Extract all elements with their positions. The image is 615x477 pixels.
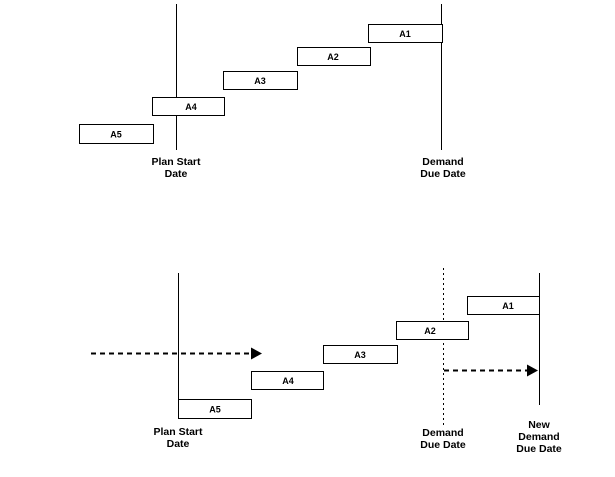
top-bar-a3[interactable]: A3 [223,71,298,90]
bottom-bar-a4-label: A4 [282,376,294,386]
svg-text:Plan Start: Plan Start [153,426,203,438]
bottom-bar-a5[interactable]: A5 [178,399,252,419]
bottom-bar-a5-rect[interactable] [178,399,252,419]
top-plan-start-date-label: Plan Start Date [151,156,201,180]
due-date-shift-arrow [444,364,538,377]
bottom-bar-a2-rect[interactable] [396,321,469,340]
bottom-bar-a4[interactable]: A4 [251,371,324,390]
bottom-bar-a3-label: A3 [354,350,366,360]
bottom-bar-a1-rect[interactable] [467,296,540,315]
top-bar-a2[interactable]: A2 [297,47,371,66]
svg-text:Demand: Demand [518,431,559,443]
svg-text:Due Date: Due Date [516,443,562,455]
top-demand-due-date-label: Demand Due Date [420,156,466,180]
start-shift-arrow-head [251,347,262,360]
start-shift-arrow [91,347,262,360]
top-bar-a5-label: A5 [110,129,122,139]
svg-text:Date: Date [167,438,190,450]
top-bar-a1[interactable]: A1 [368,24,443,43]
svg-text:Demand: Demand [422,427,463,439]
bottom-bar-a4-rect[interactable] [251,371,324,390]
svg-text:Plan Start: Plan Start [151,156,201,168]
due-date-shift-arrow-head [527,364,538,377]
bottom-panel: A1 A2 A3 A4 A5 Plan Start Date [91,268,562,455]
bottom-bar-a5-label: A5 [209,404,221,414]
top-bar-a5[interactable]: A5 [79,124,154,144]
top-panel: A1 A2 A3 A4 A5 Plan Start Date [79,4,466,180]
top-bar-a4-label: A4 [185,102,197,112]
top-bar-a4[interactable]: A4 [152,97,225,116]
bottom-demand-due-date-label: Demand Due Date [420,427,466,451]
top-bar-a2-rect[interactable] [297,47,371,66]
bottom-bar-a2[interactable]: A2 [396,321,469,340]
svg-text:Due Date: Due Date [420,168,466,180]
bottom-bar-a1-label: A1 [502,301,514,311]
svg-text:Due Date: Due Date [420,439,466,451]
top-bar-a1-label: A1 [399,29,411,39]
bottom-plan-start-date-label: Plan Start Date [153,426,203,450]
svg-text:Demand: Demand [422,156,463,168]
bottom-new-demand-due-date-label: New Demand Due Date [516,419,562,455]
top-bar-a1-rect[interactable] [368,24,443,43]
bottom-bar-a1[interactable]: A1 [467,296,540,315]
top-bar-a4-rect[interactable] [152,97,225,116]
top-bar-a2-label: A2 [327,52,339,62]
top-bar-a5-rect[interactable] [79,124,154,144]
bottom-bar-a3[interactable]: A3 [323,345,398,364]
svg-text:New: New [528,419,550,431]
top-bar-a3-rect[interactable] [223,71,298,90]
bottom-bar-a3-rect[interactable] [323,345,398,364]
bottom-bar-a2-label: A2 [424,326,436,336]
top-bar-a3-label: A3 [254,76,266,86]
svg-text:Date: Date [165,168,188,180]
